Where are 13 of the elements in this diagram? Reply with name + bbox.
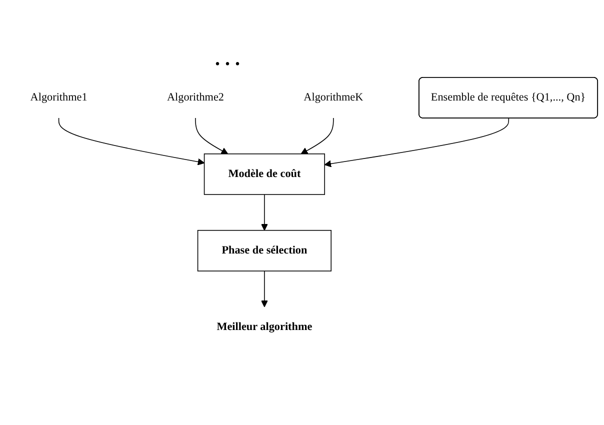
node-text: Meilleur algorithme xyxy=(216,321,312,334)
node-box: Modèle de coût xyxy=(204,154,325,195)
arrow xyxy=(300,118,334,154)
node-box: Phase de sélection xyxy=(197,230,332,272)
arrow xyxy=(260,194,268,231)
node-text: AlgorithmeK xyxy=(304,92,364,104)
node-text: Algorithme2 xyxy=(166,92,224,104)
arrow xyxy=(58,118,205,166)
arrow xyxy=(324,118,510,168)
ellipsis-text: . . . xyxy=(215,48,240,71)
arrow xyxy=(260,270,268,308)
arrow xyxy=(195,118,228,154)
node-text: Algorithme1 xyxy=(30,92,88,104)
